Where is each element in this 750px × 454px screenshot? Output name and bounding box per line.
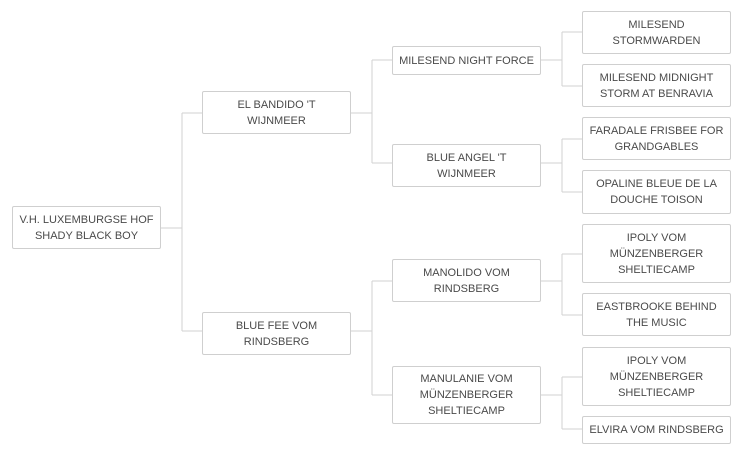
node-subject-label: V.H. LUXEMBURGSE HOF SHADY BLACK BOY — [19, 213, 154, 242]
node-dam-dam-sire-label: IPOLY VOM MÜNZENBERGER SHELTIECAMP — [609, 354, 704, 399]
connector-sire-dam — [541, 138, 583, 193]
node-sire-sire-sire[interactable]: MILESEND STORMWARDEN — [582, 11, 731, 54]
node-sire-sire[interactable]: MILESEND NIGHT FORCE — [392, 46, 541, 75]
node-sire-dam[interactable]: BLUE ANGEL 'T WIJNMEER — [392, 144, 541, 187]
node-sire[interactable]: EL BANDIDO 'T WIJNMEER — [202, 91, 351, 134]
node-dam-dam-label: MANULANIE VOM MÜNZENBERGER SHELTIECAMP — [419, 373, 514, 417]
connector-dam-sire — [541, 253, 583, 316]
connector-dam-dam — [541, 376, 583, 430]
connector-subject — [161, 112, 203, 332]
node-dam[interactable]: BLUE FEE VOM RINDSBERG — [202, 312, 351, 355]
node-dam-dam-dam-label: ELVIRA VOM RINDSBERG — [589, 424, 724, 436]
node-sire-dam-label: BLUE ANGEL 'T WIJNMEER — [426, 151, 507, 180]
node-dam-sire[interactable]: MANOLIDO VOM RINDSBERG — [392, 259, 541, 302]
node-sire-sire-label: MILESEND NIGHT FORCE — [399, 54, 534, 67]
node-dam-label: BLUE FEE VOM RINDSBERG — [235, 319, 318, 348]
node-sire-sire-dam-label: MILESEND MIDNIGHT STORM AT BENRAVIA — [599, 71, 714, 100]
connector-dam — [351, 280, 393, 396]
node-dam-dam-dam[interactable]: ELVIRA VOM RINDSBERG — [582, 416, 731, 444]
connector-sire-sire — [541, 31, 583, 87]
node-sire-dam-dam-label: OPALINE BLEUE DE LA DOUCHE TOISON — [596, 178, 717, 206]
node-dam-dam-sire[interactable]: IPOLY VOM MÜNZENBERGER SHELTIECAMP — [582, 347, 731, 406]
node-dam-dam[interactable]: MANULANIE VOM MÜNZENBERGER SHELTIECAMP — [392, 366, 541, 424]
node-sire-dam-sire-label: FARADALE FRISBEE FOR GRANDGABLES — [589, 124, 724, 153]
node-sire-sire-sire-label: MILESEND STORMWARDEN — [612, 18, 701, 47]
connector-sire — [351, 59, 393, 164]
node-dam-sire-label: MANOLIDO VOM RINDSBERG — [423, 266, 510, 295]
node-sire-dam-dam[interactable]: OPALINE BLEUE DE LA DOUCHE TOISON — [582, 170, 731, 214]
node-subject[interactable]: V.H. LUXEMBURGSE HOF SHADY BLACK BOY — [12, 206, 161, 249]
node-sire-dam-sire[interactable]: FARADALE FRISBEE FOR GRANDGABLES — [582, 117, 731, 160]
node-sire-label: EL BANDIDO 'T WIJNMEER — [237, 98, 316, 127]
node-dam-sire-dam[interactable]: EASTBROOKE BEHIND THE MUSIC — [582, 293, 731, 336]
node-dam-sire-sire-label: IPOLY VOM MÜNZENBERGER SHELTIECAMP — [609, 231, 704, 276]
node-sire-sire-dam[interactable]: MILESEND MIDNIGHT STORM AT BENRAVIA — [582, 64, 731, 107]
node-dam-sire-sire[interactable]: IPOLY VOM MÜNZENBERGER SHELTIECAMP — [582, 224, 731, 283]
node-dam-sire-dam-label: EASTBROOKE BEHIND THE MUSIC — [596, 300, 717, 329]
